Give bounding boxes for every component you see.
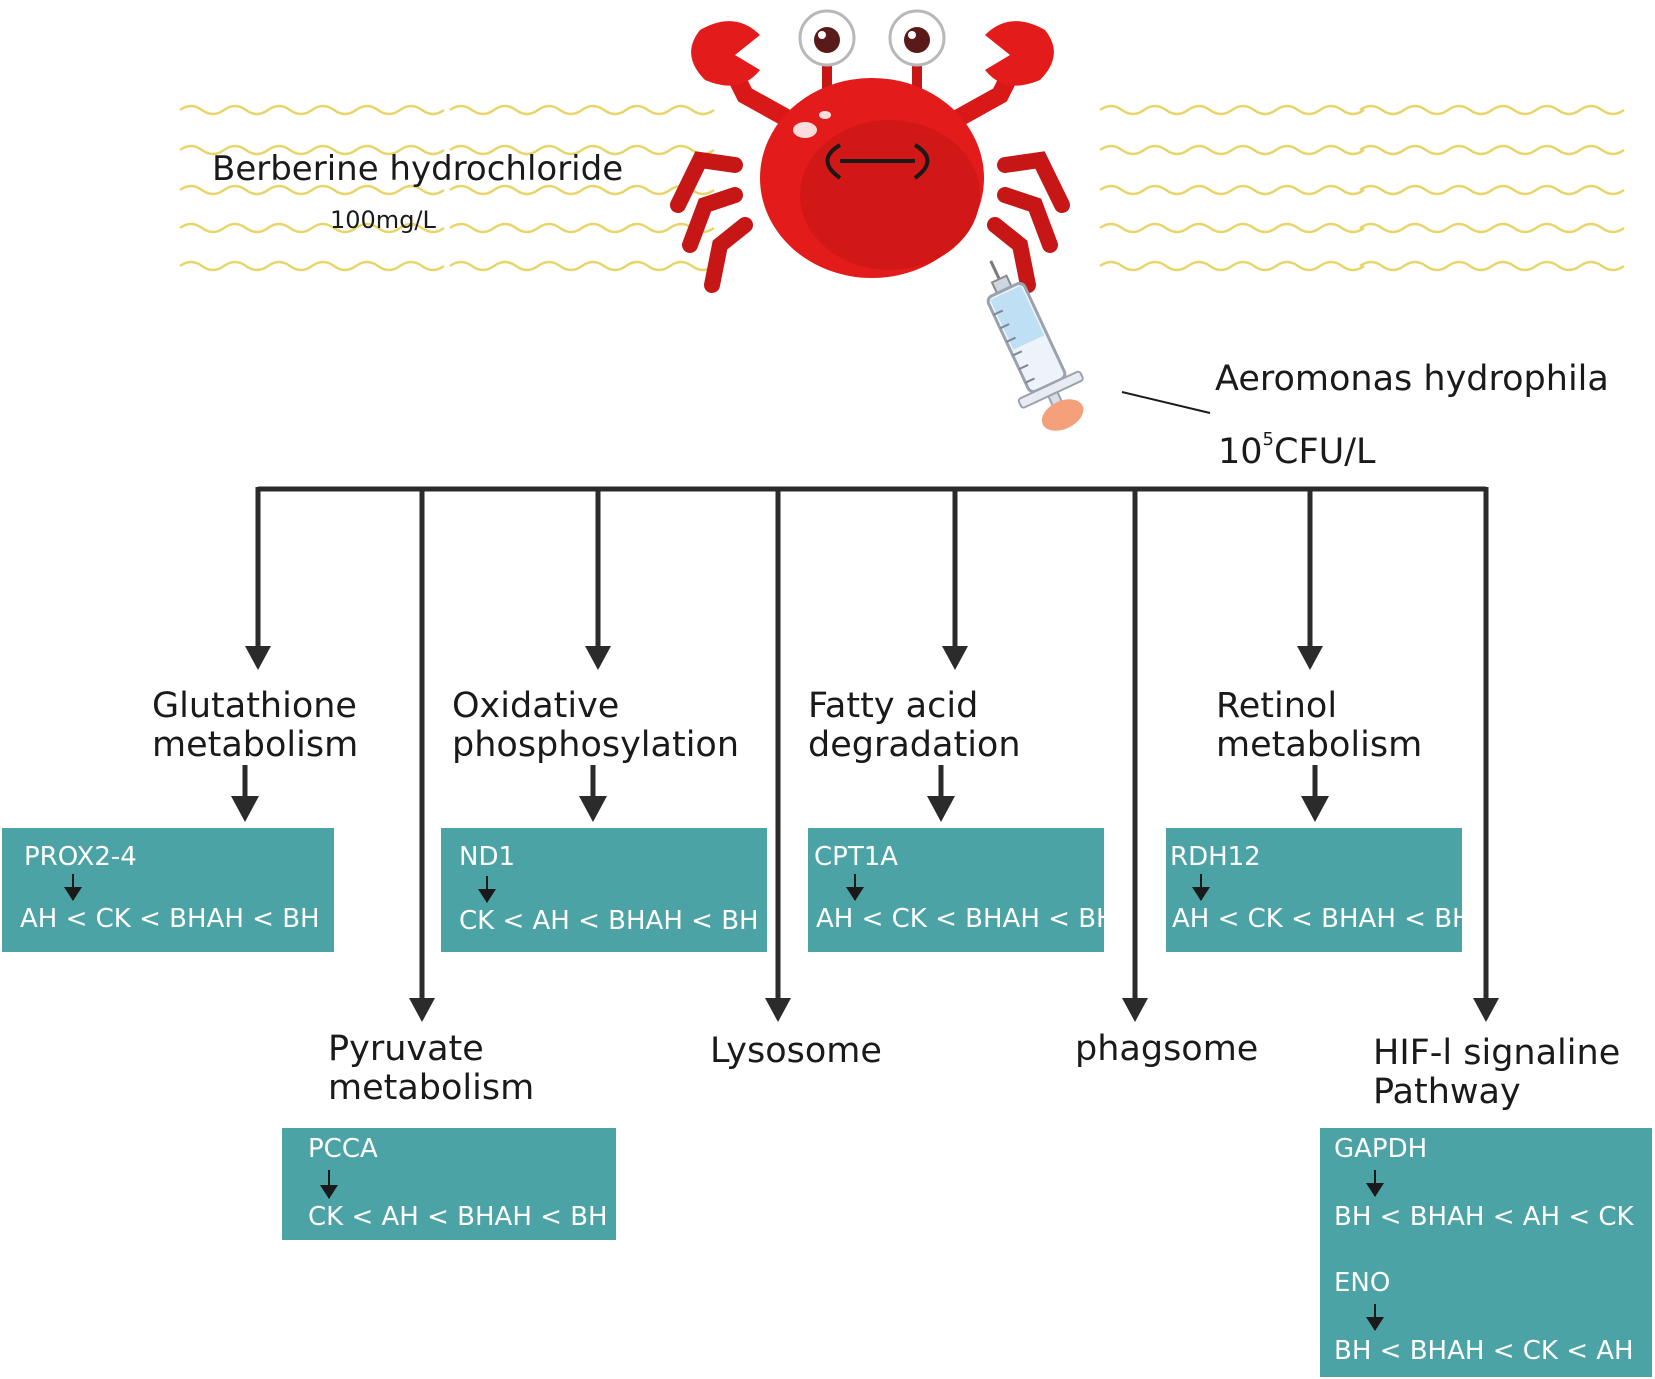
gene-box-pyruvate: PCCA CK < AH < BHAH < BH bbox=[282, 1128, 616, 1240]
arrowhead bbox=[245, 646, 271, 670]
crab-illustration bbox=[670, 9, 1070, 293]
gene-name: CPT1A bbox=[814, 842, 899, 872]
pathway-hif1-line2: Pathway bbox=[1373, 1072, 1521, 1112]
pathway-phagosome-label: phagsome bbox=[1075, 1030, 1258, 1069]
arrowhead bbox=[409, 998, 435, 1022]
pathway-arrowheads bbox=[231, 646, 1499, 1022]
pathway-glutathione-label: Glutathione metabolism bbox=[152, 687, 358, 765]
gene-ranking: CK < AH < BHAH < BH bbox=[308, 1202, 608, 1232]
treatment-label: Berberine hydrochloride bbox=[212, 149, 624, 189]
gene-ranking: AH < CK < BHAH < BH bbox=[20, 904, 320, 934]
pathway-retinol-line2: metabolism bbox=[1216, 725, 1423, 765]
treatment-dose: 100mg/L bbox=[330, 206, 436, 234]
arrowhead bbox=[942, 646, 968, 670]
down-arrow-icon bbox=[64, 874, 82, 901]
gene-box-hif1: GAPDH BH < BHAH < AH < CK ENO BH < BHAH … bbox=[1320, 1128, 1652, 1377]
gene-ranking: AH < CK < BHAH < BH bbox=[816, 904, 1116, 934]
wave-line bbox=[179, 144, 445, 156]
wave-line bbox=[449, 260, 715, 272]
arrowhead bbox=[765, 998, 791, 1022]
wave-line bbox=[449, 184, 715, 196]
arrowhead bbox=[1473, 998, 1499, 1022]
arrowhead bbox=[1122, 998, 1148, 1022]
arrowhead bbox=[1301, 796, 1329, 822]
wave-line bbox=[1099, 222, 1365, 234]
pathway-fatty-acid-line1: Fatty acid bbox=[808, 686, 979, 726]
arrowhead bbox=[585, 646, 611, 670]
gene-ranking: BH < BHAH < CK < AH bbox=[1334, 1336, 1634, 1366]
wave-line bbox=[179, 104, 445, 116]
gene-ranking: BH < BHAH < AH < CK bbox=[1334, 1202, 1634, 1232]
gene-box-fatty-acid: CPT1A AH < CK < BHAH < BH bbox=[808, 828, 1116, 952]
gene-name: GAPDH bbox=[1334, 1134, 1428, 1164]
wave-line bbox=[1359, 104, 1625, 116]
gene-name: ND1 bbox=[459, 842, 516, 872]
down-arrow-icon bbox=[1366, 1170, 1384, 1197]
pathway-fatty-acid-line2: degradation bbox=[808, 725, 1021, 765]
pathway-pyruvate-line2: metabolism bbox=[328, 1068, 535, 1108]
pathway-glutathione-line2: metabolism bbox=[152, 725, 359, 765]
pathway-oxidative-line2: phosphosylation bbox=[452, 725, 740, 765]
pathway-pyruvate-label: Pyruvate metabolism bbox=[328, 1030, 534, 1108]
wave-line bbox=[449, 104, 715, 116]
syringe-icon bbox=[986, 260, 1084, 431]
gene-name: PCCA bbox=[308, 1134, 378, 1164]
wave-line bbox=[179, 184, 445, 196]
wave-line bbox=[1359, 144, 1625, 156]
gene-box-glutathione: PROX2-4 AH < CK < BHAH < BH bbox=[2, 828, 334, 952]
wave-line bbox=[449, 222, 715, 234]
gene-ranking: AH < CK < BHAH < BH bbox=[1172, 904, 1472, 934]
gene-box-oxidative: ND1 CK < AH < BHAH < BH bbox=[441, 828, 767, 952]
down-arrow-icon bbox=[320, 1170, 338, 1199]
wave-line bbox=[1099, 144, 1365, 156]
infection-label: Aeromonas hydrophila bbox=[1215, 359, 1609, 399]
gene-ranking: CK < AH < BHAH < BH bbox=[459, 906, 759, 936]
wave-line bbox=[1359, 222, 1625, 234]
arrowhead bbox=[231, 796, 259, 822]
pathway-oxidative-label: Oxidative phosphosylation bbox=[452, 687, 739, 765]
pathway-phagosome-line1: phagsome bbox=[1075, 1029, 1259, 1069]
wave-line bbox=[1099, 260, 1365, 272]
pathway-pyruvate-line1: Pyruvate bbox=[328, 1029, 484, 1069]
infection-dose-exp: 5 bbox=[1262, 429, 1274, 450]
pathway-lysosome-line1: Lysosome bbox=[710, 1031, 882, 1071]
arrowhead bbox=[579, 796, 607, 822]
gene-box-retinol: RDH12 AH < CK < BHAH < BH bbox=[1166, 828, 1472, 952]
down-arrow-icon bbox=[1192, 874, 1210, 901]
pathway-hif1-label: HIF-l signaline Pathway bbox=[1373, 1034, 1620, 1112]
pathway-fatty-acid-label: Fatty acid degradation bbox=[808, 687, 1021, 765]
infection-dose: 105CFU/L bbox=[1218, 420, 1375, 472]
down-arrow-icon bbox=[478, 876, 496, 903]
infection-dose-base: 10 bbox=[1218, 432, 1263, 472]
gene-name: RDH12 bbox=[1170, 842, 1261, 872]
arrowhead bbox=[1297, 646, 1323, 670]
pathway-lysosome-label: Lysosome bbox=[710, 1032, 882, 1071]
infection-dose-unit: CFU/L bbox=[1274, 432, 1376, 472]
pathway-retinol-line1: Retinol bbox=[1216, 686, 1338, 726]
pathway-tree bbox=[242, 486, 1489, 1006]
water-waves bbox=[179, 104, 1625, 272]
syringe-callout-line bbox=[1121, 391, 1211, 414]
pathway-oxidative-line1: Oxidative bbox=[452, 686, 620, 726]
down-arrow-icon bbox=[846, 874, 864, 901]
wave-line bbox=[1099, 184, 1365, 196]
pathway-retinol-label: Retinol metabolism bbox=[1216, 687, 1422, 765]
wave-line bbox=[1099, 104, 1365, 116]
wave-line bbox=[179, 222, 445, 234]
gene-name: ENO bbox=[1334, 1268, 1391, 1298]
wave-line bbox=[449, 144, 715, 156]
pathway-glutathione-line1: Glutathione bbox=[152, 686, 357, 726]
pathway-hif1-line1: HIF-l signaline bbox=[1373, 1033, 1621, 1073]
gene-name: PROX2-4 bbox=[24, 842, 137, 872]
wave-line bbox=[1359, 260, 1625, 272]
wave-line bbox=[179, 260, 445, 272]
arrowhead bbox=[927, 796, 955, 822]
down-arrow-icon bbox=[1366, 1304, 1384, 1331]
wave-line bbox=[1359, 184, 1625, 196]
